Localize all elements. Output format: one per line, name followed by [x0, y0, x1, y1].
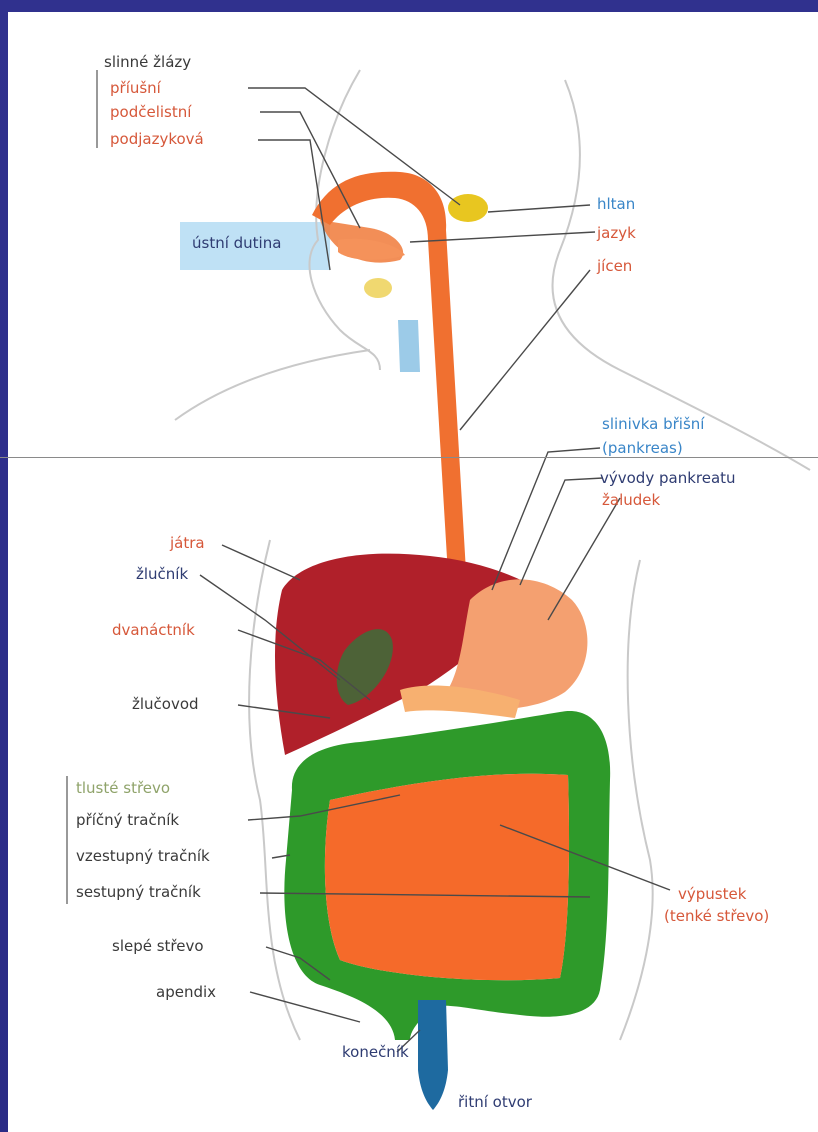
label-stomach: žaludek: [602, 492, 660, 509]
label-bile-duct: žlučovod: [132, 696, 199, 713]
label-small-intestine-2: (tenké střevo): [664, 908, 769, 925]
label-descending-colon: sestupný tračník: [76, 884, 201, 901]
label-tongue: jazyk: [597, 225, 636, 242]
label-rectum: konečník: [342, 1044, 409, 1061]
label-esophagus: jícen: [597, 258, 632, 275]
trachea-shape: [398, 320, 420, 372]
label-cecum: slepé střevo: [112, 938, 204, 955]
label-sublingual: podjazyková: [110, 131, 204, 148]
colon-bracket: [66, 776, 68, 904]
label-parotid: příušní: [110, 80, 161, 97]
label-pharynx: hltan: [597, 196, 635, 213]
label-liver: játra: [170, 535, 205, 552]
label-mouth: ústní dutina: [192, 235, 281, 252]
label-appendix: apendix: [156, 984, 216, 1001]
label-salivary-glands: slinné žlázy: [104, 54, 191, 71]
glands-bracket: [96, 70, 98, 148]
label-duodenum: dvanáctník: [112, 622, 195, 639]
label-pancreas: (pankreas): [602, 440, 683, 457]
label-submandibular: podčelistní: [110, 104, 191, 121]
label-pancreatic-ducts: vývody pankreatu: [600, 470, 736, 487]
label-transverse-colon: příčný tračník: [76, 812, 179, 829]
label-large-intestine: tlusté střevo: [76, 780, 170, 797]
label-small-intestine-1: výpustek: [678, 886, 746, 903]
horizontal-divider: [0, 457, 818, 458]
label-anus: řitní otvor: [458, 1094, 532, 1111]
label-pancreas-heading: slinivka břišní: [602, 416, 704, 433]
small-intestine-shape: [325, 774, 569, 981]
rectum-shape: [418, 1000, 448, 1110]
label-gallbladder: žlučník: [136, 566, 188, 583]
submandibular-gland-shape: [364, 278, 392, 298]
parotid-gland-shape: [448, 194, 488, 222]
label-ascending-colon: vzestupný tračník: [76, 848, 210, 865]
